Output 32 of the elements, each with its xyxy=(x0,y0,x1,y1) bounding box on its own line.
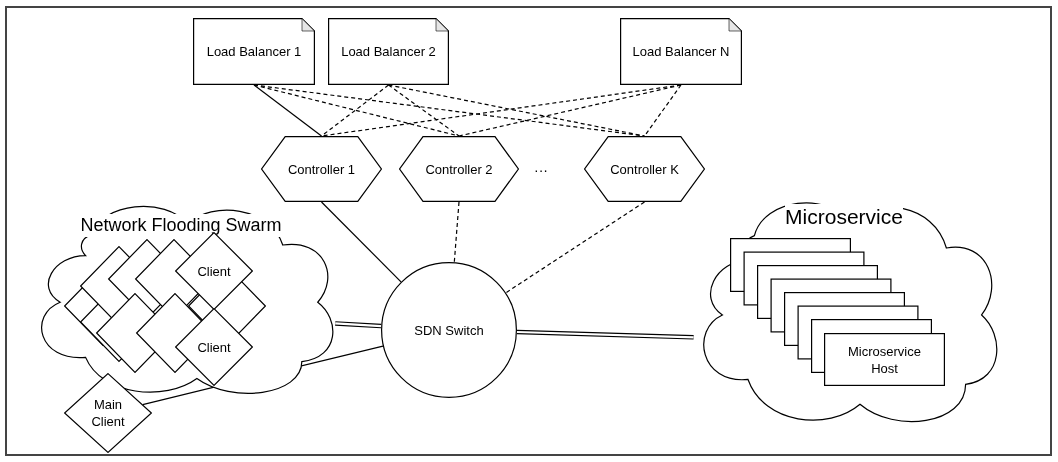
double-line xyxy=(335,321,382,329)
dashed-line xyxy=(458,84,682,137)
node-label: Load Balancer 2 xyxy=(341,43,436,60)
node-label: Controller 2 xyxy=(425,160,493,178)
controller-hexagon xyxy=(261,136,382,202)
dashed-line xyxy=(387,84,460,137)
dashed-line xyxy=(453,201,460,263)
double-line xyxy=(516,329,694,340)
ellipsis-label: ··· xyxy=(534,161,548,180)
client-diamond xyxy=(64,373,152,453)
node-label: Controller K xyxy=(610,160,679,178)
node-label: Client xyxy=(197,262,231,280)
cloud-title: Network Flooding Swarm xyxy=(80,214,282,237)
connector-line xyxy=(253,84,323,137)
controller-hexagon xyxy=(399,136,519,202)
node-label: Controller 1 xyxy=(287,160,356,178)
dashed-line xyxy=(505,201,646,294)
controller-hexagon xyxy=(584,136,705,202)
node-label: Client xyxy=(197,338,231,356)
node-label: Main Client xyxy=(90,396,126,430)
note-box xyxy=(620,18,742,85)
note-box xyxy=(328,18,449,85)
switch-circle xyxy=(381,262,517,398)
node-label: Microservice Host xyxy=(847,342,922,377)
node-label: SDN Switch xyxy=(414,321,484,339)
node-label: Load Balancer N xyxy=(632,43,730,60)
client-diamond xyxy=(175,308,253,386)
dashed-line xyxy=(643,84,682,137)
note-box xyxy=(193,18,315,85)
connector-line xyxy=(320,201,402,283)
host-box xyxy=(824,333,945,386)
node-label: Load Balancer 1 xyxy=(206,43,302,60)
